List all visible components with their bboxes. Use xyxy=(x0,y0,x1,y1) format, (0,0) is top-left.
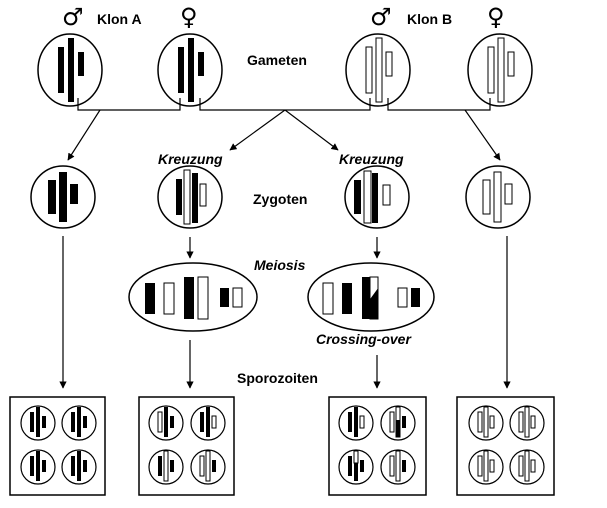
label-kreuzung-2: Kreuzung xyxy=(339,151,404,167)
label-klon-b: Klon B xyxy=(407,11,453,27)
zygote-b xyxy=(465,165,531,229)
arrows-to-sporozoites xyxy=(59,236,511,389)
female-symbol-b: ♀ xyxy=(487,3,505,31)
label-meiosis: Meiosis xyxy=(254,257,306,273)
label-crossing-over: Crossing-over xyxy=(316,331,411,347)
label-zygoten: Zygoten xyxy=(253,191,308,207)
label-sporozoiten: Sporozoiten xyxy=(237,370,318,386)
label-kreuzung-1: Kreuzung xyxy=(158,151,223,167)
sporozoite-box-a xyxy=(9,396,106,496)
sporozoite-box-b xyxy=(456,396,555,496)
zygote-cross-1 xyxy=(157,165,223,229)
arrows-to-zygotes xyxy=(67,109,501,161)
gamete-a-female xyxy=(157,33,223,107)
male-symbol-b: ♂ xyxy=(370,3,392,31)
gamete-b-female xyxy=(467,33,533,107)
sporozoite-box-cross-2 xyxy=(328,396,427,496)
meiosis-cell-1 xyxy=(128,262,258,332)
connector-lines xyxy=(77,98,491,111)
sporozoite-box-cross-1 xyxy=(138,396,235,496)
gamete-a-male xyxy=(37,33,103,107)
male-symbol-a: ♂ xyxy=(62,3,84,31)
gamete-b-male xyxy=(345,33,411,107)
female-symbol-a: ♀ xyxy=(180,3,198,31)
label-gameten: Gameten xyxy=(247,52,307,68)
label-klon-a: Klon A xyxy=(97,11,142,27)
zygote-a xyxy=(30,165,96,229)
arrows-to-meiosis xyxy=(186,237,381,259)
zygote-cross-2 xyxy=(344,165,410,229)
meiosis-cell-2 xyxy=(307,262,435,332)
